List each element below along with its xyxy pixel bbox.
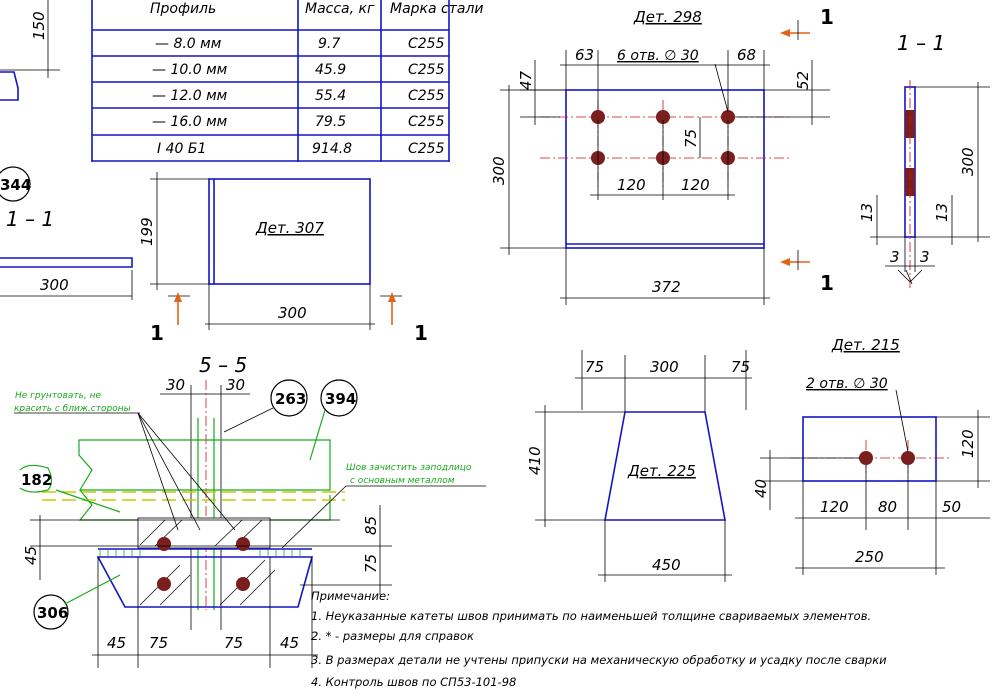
- det-215-dim-250: 250: [855, 548, 884, 566]
- section55-dim-85: 85: [362, 516, 380, 535]
- bubble-263: 263: [275, 390, 306, 408]
- bubble-306: 306: [37, 604, 68, 622]
- bubble-394: 394: [325, 390, 356, 408]
- det-307-cut-left: 1: [150, 321, 164, 345]
- section55-dim-75b: 75: [224, 634, 243, 652]
- det-225: Дет. 225 75 300 75 410 450: [526, 350, 752, 582]
- table-row: — 16.0 мм 79.5 С255: [152, 114, 445, 130]
- section11-dim-3b: 3: [920, 248, 930, 266]
- det-225-dim-300: 300: [650, 358, 679, 376]
- note-grind-2: с основным металлом: [350, 476, 455, 486]
- det-225-title: Дет. 225: [627, 462, 696, 480]
- det-215-dim-40: 40: [752, 479, 770, 498]
- section55-title: 5 – 5: [199, 353, 247, 377]
- section-5-5: 5 – 5 30 30: [14, 353, 486, 668]
- det-225-dim-75a: 75: [585, 358, 604, 376]
- section11-dim-13b: 13: [933, 203, 951, 222]
- note-line-4: 4. Контроль швов по СП53-101-98: [311, 675, 516, 689]
- row-profile: — 16.0 мм: [152, 114, 228, 130]
- note-no-paint-1: Не грунтовать, не: [15, 391, 102, 401]
- note-line-3: 3. В размерах детали не учтены припуски …: [311, 653, 887, 667]
- det-215-dim-120: 120: [820, 498, 849, 516]
- det-215-title: Дет. 215: [831, 336, 900, 354]
- table-row: — 12.0 мм 55.4 С255: [152, 88, 445, 104]
- section55-dim-45a: 45: [107, 634, 126, 652]
- row-profile: — 12.0 мм: [152, 88, 228, 104]
- notes: Примечание: 1. Неуказанные катеты швов п…: [311, 589, 887, 689]
- row-mass: 914.8: [312, 141, 352, 157]
- det-225-dim-410: 410: [526, 446, 544, 475]
- det-215-dim-50: 50: [942, 498, 961, 516]
- row-profile: I 40 Б1: [157, 141, 206, 157]
- row-steel: С255: [408, 114, 445, 130]
- row-mass: 79.5: [315, 114, 346, 130]
- det-215-dim-80: 80: [878, 498, 897, 516]
- bubble-344: 344: [0, 176, 31, 194]
- table-row: I 40 Б1 914.8 С255: [157, 141, 445, 157]
- det-298-cut-bottom: 1: [820, 271, 834, 295]
- det-225-dim-450: 450: [652, 556, 681, 574]
- det-298-title: Дет. 298: [633, 8, 702, 26]
- row-mass: 45.9: [315, 62, 346, 78]
- bubble-182: 182: [21, 471, 52, 489]
- det-215: Дет. 215 2 отв. ∅ 30 120 40 120 80 50 25…: [752, 336, 990, 575]
- det-307: Дет. 307 199 300 1 1: [138, 172, 428, 345]
- row-mass: 9.7: [318, 36, 340, 52]
- table-header-steel: Марка стали: [390, 1, 484, 17]
- det-225-dim-75b: 75: [731, 358, 750, 376]
- section55-dim-30a: 30: [166, 376, 185, 394]
- det-298-cut-top: 1: [820, 5, 834, 29]
- row-steel: С255: [408, 141, 445, 157]
- row-steel: С255: [408, 62, 445, 78]
- table-header-mass: Масса, кг: [305, 1, 375, 17]
- notes-title: Примечание:: [311, 589, 390, 603]
- section11-dim-300: 300: [959, 147, 977, 176]
- det-298-dim-75: 75: [682, 129, 700, 148]
- det-298-dim-120a: 120: [617, 176, 646, 194]
- row-mass: 55.4: [315, 88, 346, 104]
- det-298-dim-52: 52: [794, 71, 812, 90]
- det-298: Дет. 298 120 120 63 68 6 отв. ∅ 30 47: [490, 5, 834, 305]
- note-line-1: 1. Неуказанные катеты швов принимать по …: [311, 609, 871, 623]
- det-307-dim-h: 199: [138, 217, 156, 246]
- row-profile: — 10.0 мм: [152, 62, 228, 78]
- table-row: — 10.0 мм 45.9 С255: [152, 62, 445, 78]
- section55-dim-30b: 30: [226, 376, 245, 394]
- section55-dim-75a: 75: [149, 634, 168, 652]
- det-298-holes: 6 отв. ∅ 30: [617, 48, 699, 64]
- table-header-profile: Профиль: [150, 1, 216, 17]
- det-307-dim-w: 300: [278, 304, 307, 322]
- row-steel: С255: [408, 36, 445, 52]
- det-298-dim-372: 372: [652, 278, 681, 296]
- section55-dim-45v: 45: [22, 546, 40, 565]
- det-307-title: Дет. 307: [255, 219, 324, 237]
- left-fragment: 150 344 1 – 1 300: [0, 0, 133, 300]
- section-1-1-right: 1 – 1 300 13 13 3 3: [858, 31, 990, 290]
- profile-table: Профиль Масса, кг Марка стали — 8.0 мм 9…: [91, 0, 484, 162]
- det-215-holes: 2 отв. ∅ 30: [806, 376, 888, 392]
- section-1-1-title: 1 – 1: [897, 31, 945, 55]
- det-215-dim-120v: 120: [959, 429, 977, 458]
- note-no-paint-2: красить с ближ.стороны: [14, 404, 131, 414]
- dim-300-left-label: 300: [40, 276, 69, 294]
- table-row: — 8.0 мм 9.7 С255: [155, 36, 445, 52]
- section55-dim-75v: 75: [362, 554, 380, 573]
- section55-dim-45b: 45: [280, 634, 299, 652]
- dim-150-label: 150: [30, 11, 48, 40]
- det-298-dim-300: 300: [490, 156, 508, 185]
- section-1-1-left: 1 – 1: [6, 207, 54, 231]
- section11-dim-13a: 13: [858, 203, 876, 222]
- det-307-cut-right: 1: [414, 321, 428, 345]
- det-298-dim-120b: 120: [681, 176, 710, 194]
- note-line-2: 2. * - размеры для справок: [311, 629, 474, 643]
- det-298-dim-63: 63: [575, 46, 594, 64]
- det-298-dim-68: 68: [737, 46, 756, 64]
- section11-dim-3a: 3: [890, 248, 900, 266]
- note-grind-1: Шов зачистить заподлицо: [346, 463, 472, 473]
- det-298-dim-47: 47: [517, 70, 535, 90]
- row-steel: С255: [408, 88, 445, 104]
- row-profile: — 8.0 мм: [155, 36, 222, 52]
